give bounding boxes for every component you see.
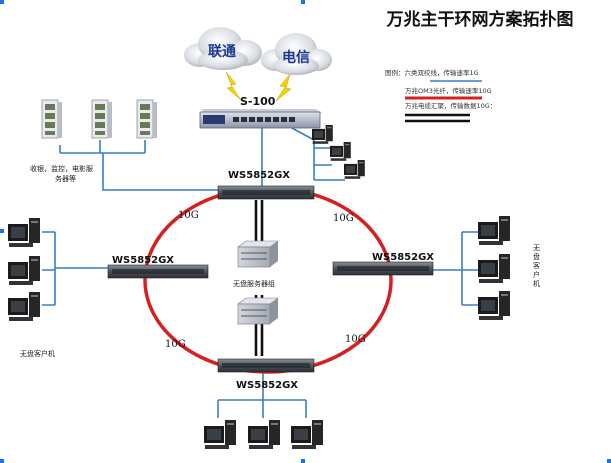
switch-left: WS5852GX bbox=[107, 255, 209, 279]
switch-bottom-label: WS5852GX bbox=[236, 380, 298, 391]
diagram-title: 万兆主干环网方案拓扑图 bbox=[386, 9, 574, 30]
server-rack-bus bbox=[59, 140, 146, 154]
pc-icon-bottom-1 bbox=[204, 420, 236, 449]
server-to-switch-link bbox=[102, 153, 222, 191]
link-label-bottom-right: 10G bbox=[345, 334, 366, 345]
pc-icon-router-2 bbox=[330, 142, 351, 161]
switch-left-label: WS5852GX bbox=[112, 255, 174, 266]
pc-icon-right-2 bbox=[478, 254, 510, 283]
link-label-bottom-left: 10G bbox=[165, 339, 186, 350]
pc-icon-bottom-3 bbox=[291, 420, 323, 449]
stack-cables bbox=[254, 200, 264, 356]
switch-top-label: WS5852GX bbox=[228, 170, 290, 181]
disk-server-icon-2 bbox=[237, 297, 279, 325]
link-label-top-left: 10G bbox=[178, 210, 199, 221]
svg-text:机: 机 bbox=[533, 279, 540, 288]
switch-top: WS5852GX bbox=[217, 170, 315, 200]
cat6-links bbox=[42, 127, 478, 418]
pc-icon-router-3 bbox=[344, 160, 365, 179]
pc-icon-left-2 bbox=[8, 256, 40, 285]
left-clients-bus bbox=[42, 231, 108, 306]
bottom-clients-bus bbox=[217, 373, 307, 418]
pc-icon-right-3 bbox=[478, 291, 510, 320]
svg-text:户: 户 bbox=[533, 270, 540, 279]
server-rack-icon-2 bbox=[91, 99, 113, 139]
disk-server-icon-1 bbox=[237, 240, 279, 268]
right-clients-bus bbox=[433, 231, 478, 306]
link-label-top-right: 10G bbox=[333, 213, 354, 224]
switch-bottom: WS5852GX bbox=[217, 358, 315, 391]
svg-text:客: 客 bbox=[533, 261, 540, 270]
svg-text:无: 无 bbox=[533, 244, 540, 252]
pc-icon-left-3 bbox=[8, 292, 40, 321]
telecom-cloud-icon: 电信 bbox=[261, 33, 332, 75]
switch-right: WS5852GX bbox=[332, 252, 434, 276]
server-rack-icon-1 bbox=[41, 99, 63, 139]
clients-right-label: 无 盘 客 户 机 bbox=[533, 244, 540, 288]
servers-label-line1: 收银，监控，电影服 bbox=[30, 164, 93, 173]
clients-left-label: 无盘客户机 bbox=[20, 349, 55, 358]
telecom-label: 电信 bbox=[282, 49, 310, 66]
router-s100: S-100 bbox=[199, 95, 322, 129]
servers-label-line2: 务器等 bbox=[55, 174, 76, 183]
svg-text:盘: 盘 bbox=[533, 252, 540, 261]
switch-right-label: WS5852GX bbox=[372, 252, 434, 263]
legend: 图例：六类双绞线，传输速率1G 万兆OM3光纤，传输速率10G 万兆电缆汇聚，传… bbox=[385, 68, 496, 123]
legend-cat6: 图例：六类双绞线，传输速率1G bbox=[385, 68, 479, 77]
legend-om3: 万兆OM3光纤，传输速率10G bbox=[405, 86, 492, 95]
unicom-cloud-icon: 联通 bbox=[184, 27, 262, 70]
pc-icon-right-1 bbox=[478, 216, 510, 245]
router-label: S-100 bbox=[240, 95, 276, 108]
pc-icon-bottom-2 bbox=[248, 420, 280, 449]
server-rack-icon-3 bbox=[136, 99, 158, 139]
legend-stack: 万兆电缆汇聚，传输数据10G： bbox=[405, 101, 496, 110]
lightning-icons bbox=[225, 71, 292, 102]
router-clients-bus bbox=[291, 127, 345, 181]
unicom-label: 联通 bbox=[208, 44, 236, 60]
pc-icon-left-1 bbox=[8, 218, 40, 247]
diskless-servers-label: 无盘服务器组 bbox=[233, 279, 275, 288]
